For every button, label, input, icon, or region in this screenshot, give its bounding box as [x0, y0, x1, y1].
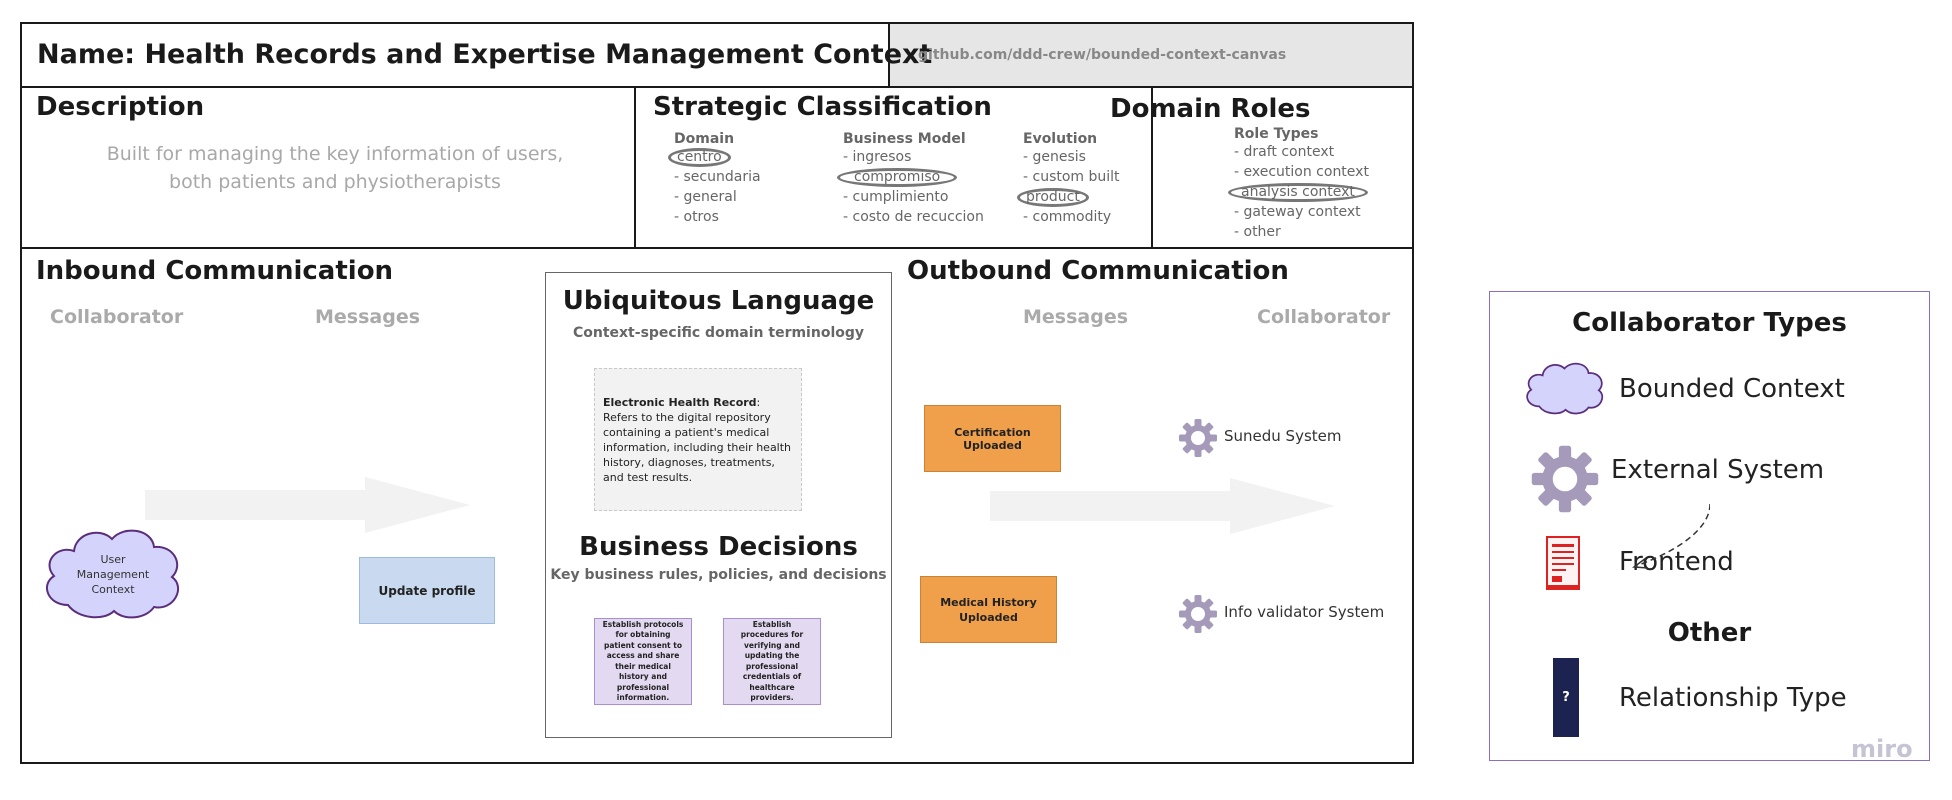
role-option[interactable]: - execution context: [1234, 164, 1369, 180]
description-divider: [634, 86, 636, 248]
gear-icon: [1179, 419, 1217, 457]
business-decisions-subheading: Key business rules, policies, and decisi…: [550, 567, 887, 583]
evolution-column: Evolution - genesis - custom built produ…: [1017, 131, 1120, 227]
domain-roles-heading: Domain Roles: [1110, 94, 1311, 124]
inbound-arrow: [145, 477, 470, 533]
canvas-url[interactable]: github.com/ddd-crew/bounded-context-canv…: [918, 47, 1287, 63]
evolution-option[interactable]: - custom built: [1023, 169, 1120, 185]
legend-relationship-type: Relationship Type: [1619, 683, 1847, 713]
business-model-option[interactable]: - cumplimiento: [843, 189, 949, 205]
domain-option[interactable]: centro: [668, 147, 761, 167]
relationship-connector: [1631, 503, 1710, 569]
outbound-heading: Outbound Communication: [907, 256, 1289, 286]
message-sticky[interactable]: Medical History Uploaded: [920, 576, 1057, 643]
business-model-option[interactable]: compromiso: [837, 167, 984, 187]
legend-bounded-context: Bounded Context: [1619, 374, 1845, 404]
business-model-heading: Business Model: [843, 131, 966, 147]
domain-column: Domain centro - secundaria - general - o…: [668, 131, 761, 227]
bounded-context-canvas: [20, 22, 1414, 764]
inbound-collaborator[interactable]: User Management Context: [76, 553, 150, 596]
cloud-icon: [46, 529, 179, 619]
outbound-collaborator[interactable]: Sunedu System: [1224, 427, 1342, 445]
legend-frontend: Frontend: [1619, 547, 1734, 577]
domain-option[interactable]: - general: [674, 189, 737, 205]
canvas-name: Name: Health Records and Expertise Manag…: [37, 39, 933, 70]
evolution-heading: Evolution: [1023, 131, 1098, 147]
ubiquitous-heading: Ubiquitous Language: [562, 286, 875, 316]
business-model-option[interactable]: - costo de recuccion: [843, 209, 984, 225]
role-option[interactable]: - gateway context: [1234, 204, 1361, 220]
role-types-heading: Role Types: [1234, 126, 1319, 142]
outbound-arrow: [990, 478, 1335, 534]
decision-sticky[interactable]: Establish protocols for obtaining patien…: [594, 618, 692, 705]
decision-sticky[interactable]: Establish procedures for verifying and u…: [723, 618, 821, 705]
outbound-collaborator-label: Collaborator: [1257, 306, 1391, 328]
inbound-messages-label: Messages: [315, 306, 421, 328]
outbound-messages-label: Messages: [1023, 306, 1129, 328]
frontend-icon: [1546, 536, 1580, 590]
description-text: Built for managing the key information o…: [106, 143, 564, 193]
evolution-option[interactable]: - genesis: [1023, 149, 1086, 165]
role-option[interactable]: analysis context: [1228, 182, 1369, 202]
description-heading: Description: [36, 92, 205, 122]
roles-divider: [1151, 86, 1153, 248]
center-panel: [545, 272, 892, 738]
business-model-option[interactable]: - ingresos: [843, 149, 912, 165]
outbound-collaborator[interactable]: Info validator System: [1224, 603, 1385, 621]
header-divider: [888, 24, 890, 88]
ubiquitous-subheading: Context-specific domain terminology: [572, 325, 865, 341]
business-decisions-heading: Business Decisions: [579, 532, 858, 562]
legend-other-title: Other: [1667, 618, 1752, 648]
term-definition: : Refers to the digital repository conta…: [603, 396, 792, 484]
domain-option[interactable]: - secundaria: [674, 169, 761, 185]
evolution-option[interactable]: - commodity: [1023, 209, 1112, 225]
role-option[interactable]: - other: [1234, 224, 1281, 240]
relationship-symbol: ?: [1562, 690, 1570, 705]
header-bottom-line: [20, 86, 1414, 88]
inbound-collaborator-label: Collaborator: [50, 306, 184, 328]
inbound-heading: Inbound Communication: [36, 256, 394, 286]
legend-panel: [1489, 291, 1930, 761]
strategic-heading: Strategic Classification: [653, 92, 992, 122]
miro-watermark: miro: [1851, 735, 1913, 763]
domain-heading: Domain: [674, 131, 735, 147]
term-sticky[interactable]: Electronic Health Record: Refers to the …: [594, 368, 802, 511]
role-option[interactable]: - draft context: [1234, 144, 1335, 160]
role-types-column: Role Types - draft context - execution c…: [1228, 126, 1369, 242]
business-model-column: Business Model - ingresos compromiso - c…: [837, 131, 984, 227]
row-divider: [20, 247, 1414, 249]
legend-external-system: External System: [1611, 455, 1825, 485]
legend-title: Collaborator Types: [1572, 308, 1847, 338]
domain-option[interactable]: - otros: [674, 209, 719, 225]
cloud-icon: [1526, 362, 1604, 415]
gear-icon: [1531, 445, 1599, 513]
gear-icon: [1179, 595, 1217, 633]
message-sticky[interactable]: Update profile: [359, 557, 495, 624]
message-sticky[interactable]: Certification Uploaded: [924, 405, 1061, 472]
evolution-option[interactable]: product: [1017, 187, 1120, 207]
url-bar: [890, 24, 1412, 86]
relationship-type-box: ?: [1553, 658, 1579, 737]
term-name: Electronic Health Record: [603, 396, 757, 409]
